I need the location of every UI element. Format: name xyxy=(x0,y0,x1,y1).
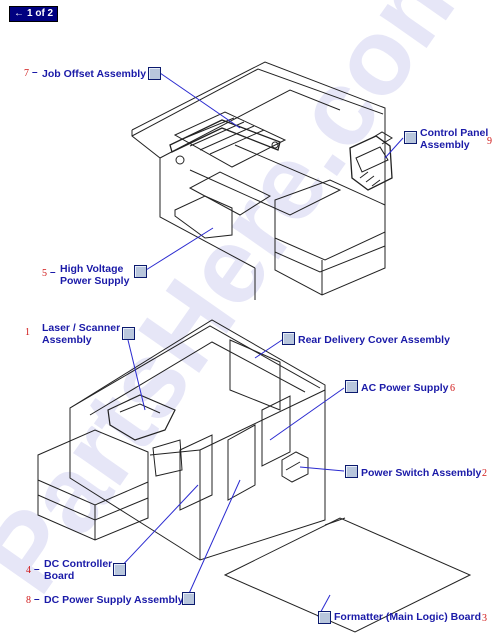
label-line: Power Supply xyxy=(60,275,130,287)
label-line: Assembly xyxy=(420,139,470,151)
leader-dash: – xyxy=(34,594,40,605)
leader-dash: – xyxy=(50,267,56,278)
label-high-voltage-power-supply: High Voltage Power Supply xyxy=(60,263,129,287)
part-number-power-switch: 2 xyxy=(482,468,487,479)
label-line: Board xyxy=(44,570,75,582)
part-link-job-offset[interactable] xyxy=(148,67,161,80)
part-number-laser-scanner: 1 xyxy=(25,327,30,338)
part-number-high-voltage: 5 xyxy=(42,268,47,279)
part-number-job-offset: 7 xyxy=(24,68,29,79)
part-link-power-switch[interactable] xyxy=(345,465,358,478)
label-line: Assembly xyxy=(42,334,92,346)
label-formatter-main-logic-board: Formatter (Main Logic) Board xyxy=(334,611,481,623)
part-number-ac-power: 6 xyxy=(450,383,455,394)
part-link-dc-controller[interactable] xyxy=(113,563,126,576)
label-line: Control Panel xyxy=(420,127,489,139)
label-control-panel-assembly: Control Panel Assembly xyxy=(420,127,488,151)
label-line: DC Controller xyxy=(44,558,113,570)
part-number-dc-controller: 4 xyxy=(26,565,31,576)
label-line: Formatter (Main Logic) Board xyxy=(334,611,482,623)
part-link-ac-power-supply[interactable] xyxy=(345,380,358,393)
part-link-laser-scanner[interactable] xyxy=(122,327,135,340)
label-line: Laser / Scanner xyxy=(42,322,121,334)
label-job-offset-assembly: Job Offset Assembly xyxy=(42,68,146,80)
label-line: High Voltage xyxy=(60,263,124,275)
part-link-control-panel[interactable] xyxy=(404,131,417,144)
page-indicator: 1 of 2 xyxy=(27,8,54,19)
label-line: Rear Delivery Cover Assembly xyxy=(298,334,450,346)
label-dc-power-supply-assembly: DC Power Supply Assembly xyxy=(44,594,184,606)
leader-dash: – xyxy=(32,67,38,78)
upper-printer-body xyxy=(131,61,393,300)
label-line: Power Switch Assembly xyxy=(361,467,482,479)
page-nav-button[interactable]: ←1 of 2 xyxy=(9,6,59,22)
label-power-switch-assembly: Power Switch Assembly xyxy=(361,467,481,479)
part-number-dc-power: 8 xyxy=(26,595,31,606)
part-link-dc-power-supply[interactable] xyxy=(182,592,195,605)
lower-printer-body xyxy=(37,319,472,633)
label-line: DC Power Supply Assembly xyxy=(44,594,184,606)
part-number-formatter: 3 xyxy=(482,613,487,624)
label-line: AC Power Supply xyxy=(361,382,449,394)
label-laser-scanner-assembly: Laser / Scanner Assembly xyxy=(42,322,120,346)
label-rear-delivery-cover-assembly: Rear Delivery Cover Assembly xyxy=(298,334,450,346)
back-arrow-icon: ← xyxy=(14,8,24,19)
part-link-formatter-board[interactable] xyxy=(318,611,331,624)
part-number-control-panel: 9 xyxy=(487,136,492,147)
part-link-rear-delivery-cover[interactable] xyxy=(282,332,295,345)
label-line: Job Offset Assembly xyxy=(42,68,147,80)
label-dc-controller-board: DC Controller Board xyxy=(44,558,112,582)
part-link-high-voltage[interactable] xyxy=(134,265,147,278)
label-ac-power-supply: AC Power Supply xyxy=(361,382,449,394)
leader-dash: – xyxy=(34,564,40,575)
